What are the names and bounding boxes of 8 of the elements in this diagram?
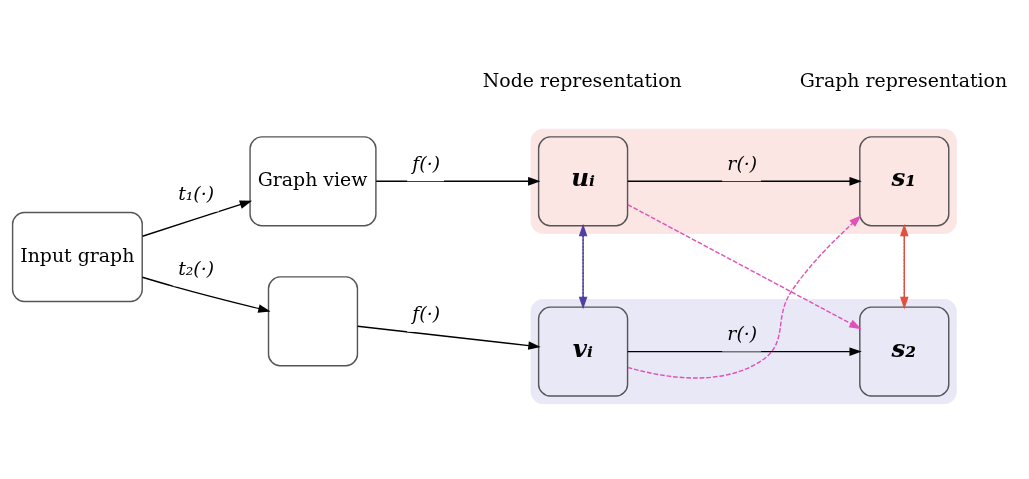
edge-label: r(·) <box>727 322 758 345</box>
label: Graph representation <box>799 68 1008 91</box>
edge-label: f(·) <box>412 302 441 325</box>
edge-label: t₂(·) <box>178 256 215 279</box>
edge-label: f(·) <box>412 151 441 174</box>
label: Node representation <box>482 68 682 91</box>
edge-label: t₁(·) <box>178 182 215 205</box>
edge-label: r(·) <box>727 151 758 174</box>
